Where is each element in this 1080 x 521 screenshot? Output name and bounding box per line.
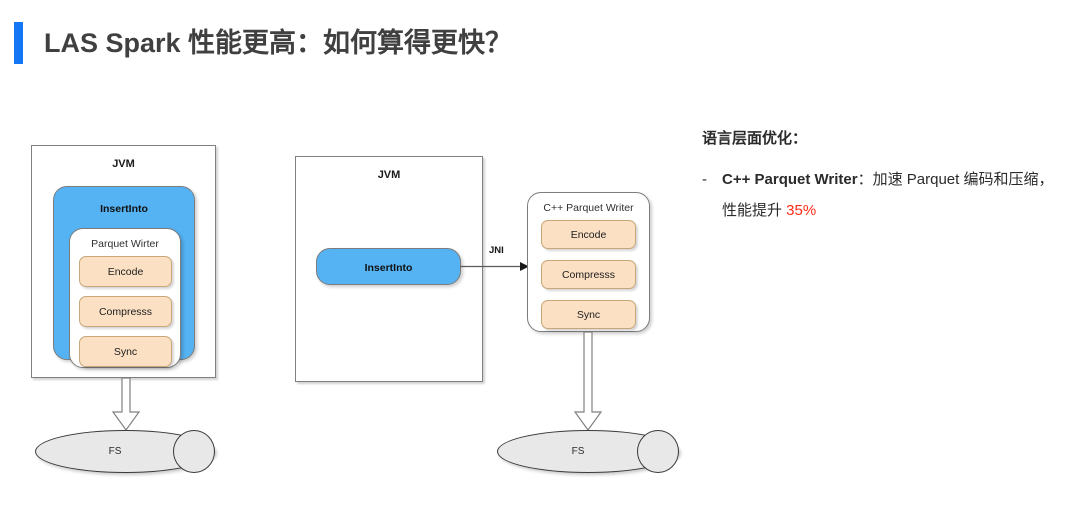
right-insertinto-label: InsertInto — [364, 262, 413, 274]
left-step-compress: Compresss — [79, 296, 172, 327]
page-title: LAS Spark 性能更高：如何算得更快？ — [44, 28, 513, 58]
right-jvm-label: JVM — [377, 169, 401, 181]
left-insertinto-label: InsertInto — [100, 203, 148, 215]
note-text: ：加速 Parquet 编码和压缩，性能提升 — [722, 171, 1054, 219]
left-fs-cylinder-cap — [173, 430, 215, 473]
right-step-compress: Compresss — [541, 260, 636, 289]
right-step-encode: Encode — [541, 220, 636, 249]
notes-heading: 语言层面优化： — [702, 130, 808, 147]
jni-label: JNI — [489, 245, 504, 256]
right-fs-cylinder-cap — [637, 430, 679, 473]
note-term: C++ Parquet Writer — [722, 171, 858, 188]
notes-panel: 语言层面优化： - C++ Parquet Writer：加速 Parquet … — [702, 128, 1054, 226]
left-fs-label: FS — [108, 446, 122, 457]
left-jvm-label: JVM — [112, 158, 135, 170]
left-step-encode: Encode — [79, 256, 172, 287]
right-fs-label: FS — [571, 446, 585, 457]
cpp-parquet-writer-label: C++ Parquet Writer — [543, 202, 634, 214]
right-flow-arrow-icon — [572, 332, 604, 432]
left-parquet-writer-label: Parquet Wirter — [91, 238, 159, 250]
note-body: C++ Parquet Writer：加速 Parquet 编码和压缩，性能提升… — [722, 164, 1054, 226]
left-step-sync: Sync — [79, 336, 172, 367]
right-step-sync: Sync — [541, 300, 636, 329]
note-item: - C++ Parquet Writer：加速 Parquet 编码和压缩，性能… — [702, 164, 1054, 226]
note-bullet-dash: - — [702, 171, 707, 188]
jni-connector-arrow-icon — [460, 260, 530, 273]
title-accent-bar — [14, 22, 23, 64]
right-insertinto-box: InsertInto — [316, 248, 461, 285]
left-flow-arrow-icon — [110, 378, 142, 432]
note-accent-value: 35% — [786, 202, 817, 219]
